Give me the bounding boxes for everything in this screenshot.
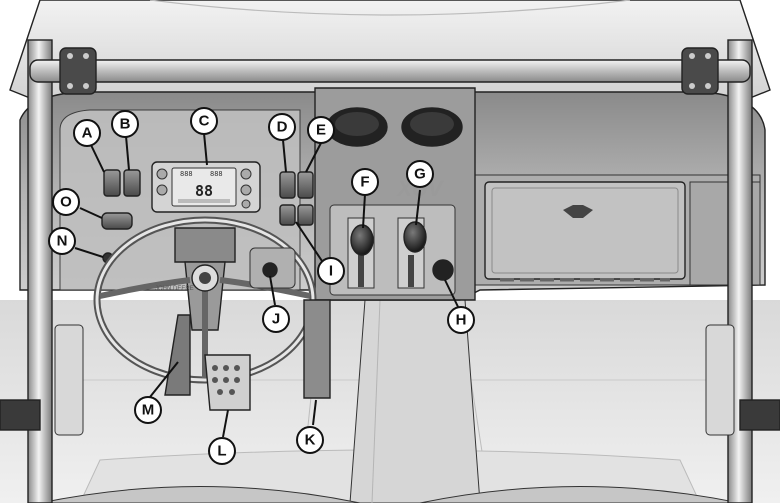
svg-text:H: H [456, 312, 467, 329]
pedal-k [303, 299, 331, 399]
svg-text:G: G [414, 166, 426, 183]
ignition [249, 247, 296, 289]
rops-frame [0, 39, 780, 503]
pedal-m [164, 314, 191, 396]
callout-m: M [134, 396, 162, 424]
svg-text:M: M [142, 402, 155, 419]
callout-n: N [48, 227, 76, 255]
instrument-cluster: 888 888 88 [151, 161, 261, 213]
lcd-small-2: 888 [210, 170, 223, 178]
callout-b: B [111, 110, 139, 138]
shift-levers [350, 221, 427, 256]
svg-text:L: L [217, 443, 226, 460]
pedal-l [204, 354, 251, 411]
glove-box [484, 181, 686, 282]
callout-i: I [317, 257, 345, 285]
callout-e: E [307, 116, 335, 144]
callout-g: G [406, 160, 434, 188]
svg-text:B: B [120, 116, 131, 133]
callout-a: A [73, 119, 101, 147]
callout-d: D [268, 113, 296, 141]
seat-edges [39, 486, 741, 503]
callout-f: F [351, 168, 379, 196]
lcd-small-1: 888 [180, 170, 193, 178]
steering-wheel-brand: JOHN DEERE [155, 286, 194, 292]
svg-text:E: E [316, 122, 326, 139]
svg-text:D: D [277, 119, 288, 136]
svg-text:I: I [329, 263, 333, 280]
svg-text:F: F [360, 174, 369, 191]
svg-text:C: C [199, 113, 210, 130]
callout-h: H [447, 306, 475, 334]
svg-text:O: O [60, 194, 72, 211]
callout-l: L [208, 437, 236, 465]
speed-readout: 88 [195, 182, 213, 200]
svg-text:A: A [82, 125, 93, 142]
power-outlet [432, 259, 454, 281]
svg-text:J: J [272, 311, 280, 328]
svg-text:N: N [57, 233, 68, 250]
callout-k: K [296, 426, 324, 454]
switch-group-ab [103, 169, 141, 197]
callout-c: C [190, 107, 218, 135]
switch-group-de [279, 171, 314, 226]
svg-text:K: K [305, 432, 316, 449]
glove-box-latch-icon [563, 205, 593, 218]
callout-o: O [52, 188, 80, 216]
switch-o [101, 212, 133, 230]
callout-j: J [262, 305, 290, 333]
